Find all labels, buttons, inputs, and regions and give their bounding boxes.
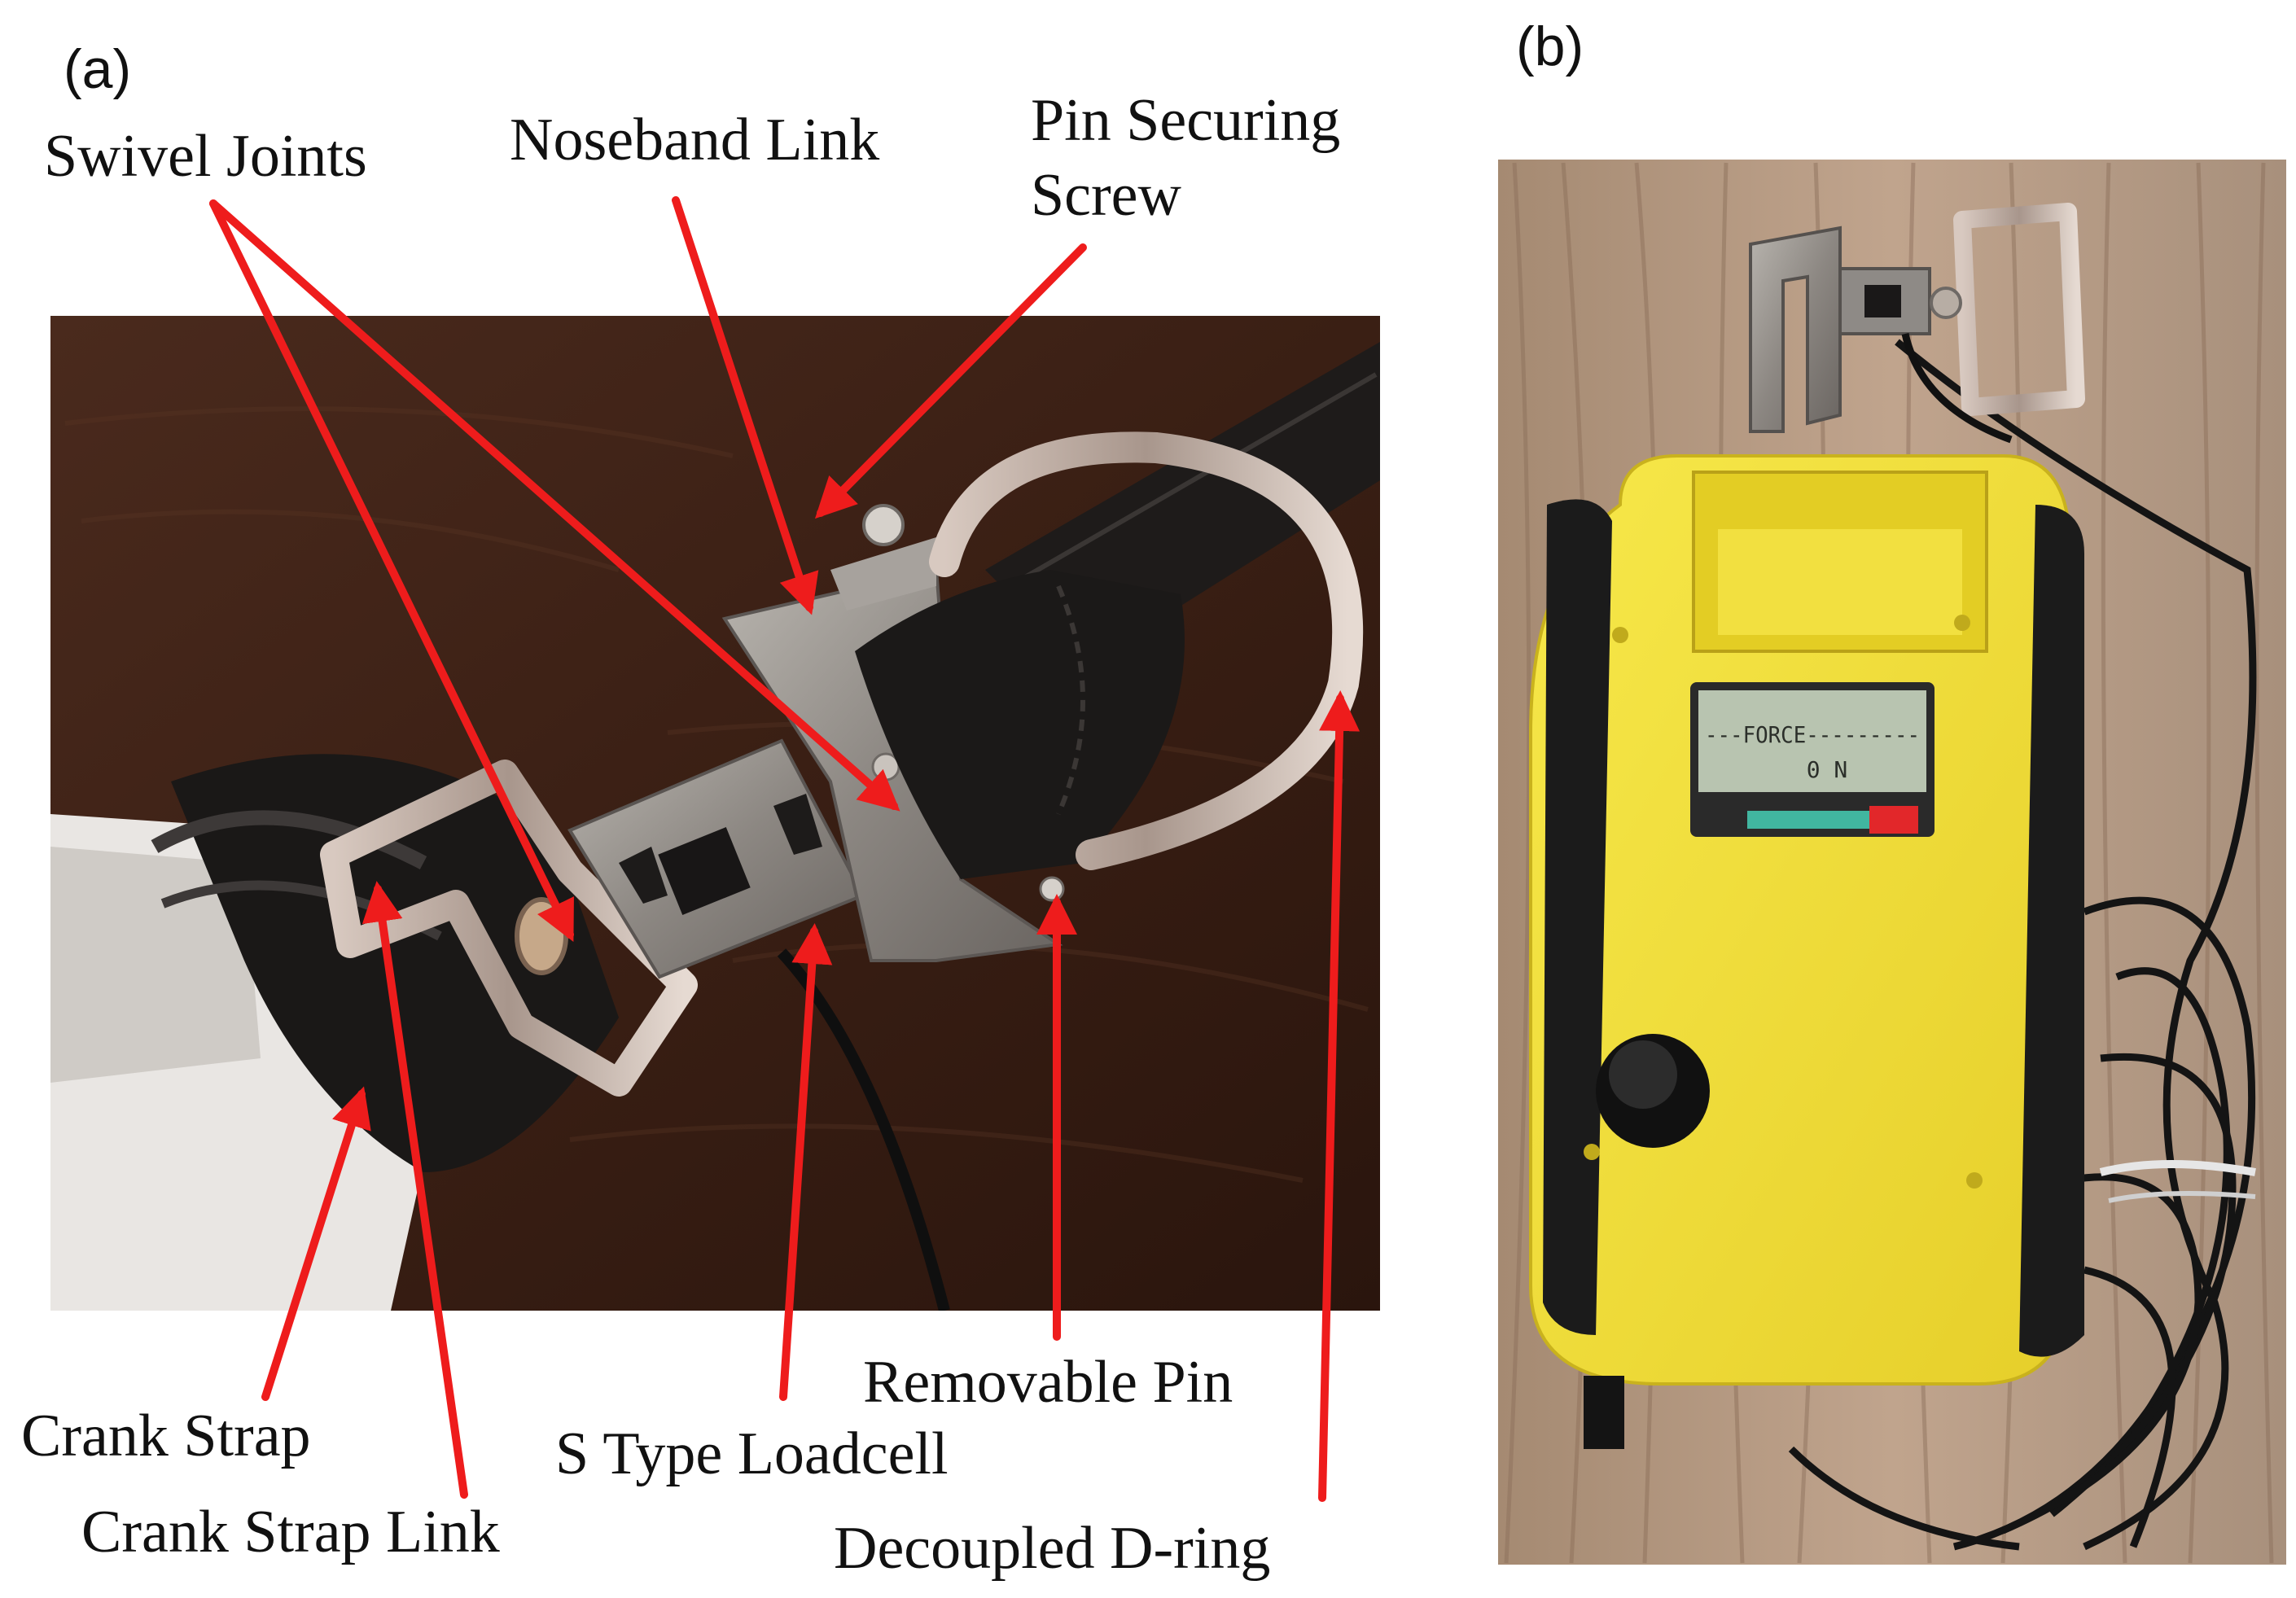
upper-strap-stitch bbox=[1008, 372, 1378, 589]
sensor-swivel bbox=[1930, 287, 1962, 319]
loadcell-slot-left bbox=[619, 847, 668, 904]
sensor-loadcell-window bbox=[1864, 285, 1901, 317]
device-screw-4 bbox=[1954, 615, 1970, 631]
device-connector bbox=[1584, 1376, 1624, 1449]
cable-tie-2 bbox=[2108, 1191, 2256, 1203]
arrow-noseband-link bbox=[672, 196, 819, 615]
cable-tie bbox=[2099, 1160, 2256, 1176]
label-decoupled-dring: Decoupled D-ring bbox=[834, 1515, 1270, 1582]
loadcell-window bbox=[658, 827, 751, 915]
lcd-screen bbox=[1698, 690, 1926, 792]
panel-b-tag: (b) bbox=[1516, 15, 1584, 77]
arrow-pin-securing-screw bbox=[814, 243, 1087, 519]
label-crank-strap: Crank Strap bbox=[21, 1403, 311, 1469]
panel-b-photo: ---FORCE--------- 0 N bbox=[1498, 160, 2286, 1565]
label-swivel-joints: Swivel Joints bbox=[44, 123, 367, 190]
arrow-swivel-left bbox=[209, 199, 574, 942]
device-screw-2 bbox=[1966, 1172, 1983, 1189]
label-pin-securing-line1: Pin Securing bbox=[1031, 87, 1340, 154]
sensor-cable bbox=[1901, 333, 2013, 444]
noseband-strap-stitch bbox=[1056, 584, 1085, 816]
noseband-strap bbox=[855, 570, 1185, 879]
crank-strap bbox=[171, 754, 619, 1172]
lcd-line-2: 0 N bbox=[1807, 756, 1848, 783]
panel-a-photo bbox=[50, 316, 1380, 1311]
device-screw-1 bbox=[1584, 1144, 1600, 1160]
device-button-highlight bbox=[1609, 1040, 1677, 1109]
coiled-cable bbox=[1788, 339, 2257, 1551]
pin-securing-screw bbox=[862, 504, 905, 546]
lcd-line-1: ---FORCE--------- bbox=[1705, 721, 1920, 748]
annotation-arrows bbox=[209, 196, 1361, 1502]
sensor-dring bbox=[1953, 203, 2085, 416]
device-grip-left bbox=[1543, 499, 1612, 1336]
decoupled-dring bbox=[929, 431, 1364, 870]
label-pin-securing-line2: Screw bbox=[1031, 162, 1181, 229]
device-screw-3 bbox=[1612, 627, 1628, 643]
loadcell-slot-right bbox=[773, 794, 822, 855]
arrow-swivel-right bbox=[209, 199, 900, 812]
device-grip-right bbox=[2019, 505, 2084, 1357]
lcd-level-bar bbox=[1747, 806, 1918, 834]
label-removable-pin: Removable Pin bbox=[863, 1349, 1233, 1416]
arrow-crank-strap bbox=[261, 1086, 371, 1401]
label-s-type-loadcell: S Type Loadcell bbox=[555, 1421, 949, 1487]
removable-pin bbox=[1039, 876, 1065, 902]
bg-light-area-2 bbox=[50, 847, 261, 1083]
arrow-crank-strap-link bbox=[361, 881, 468, 1499]
arrow-decoupled-dring bbox=[1318, 690, 1361, 1502]
label-crank-strap-link: Crank Strap Link bbox=[81, 1499, 500, 1565]
label-noseband-link: Noseband Link bbox=[510, 107, 879, 173]
noseband-link-top bbox=[830, 537, 936, 611]
device-cradle-floor bbox=[1718, 529, 1962, 635]
panel-a-tag: (a) bbox=[64, 38, 131, 100]
arrow-s-type-loadcell bbox=[779, 923, 833, 1401]
